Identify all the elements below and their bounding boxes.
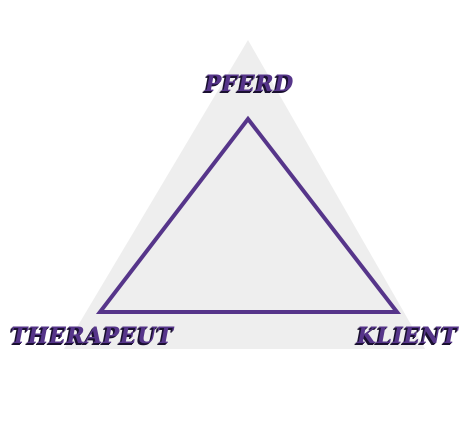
node-label-klient: KLIENT bbox=[357, 323, 459, 349]
background-triangle bbox=[64, 40, 425, 349]
node-label-therapeut: THERAPEUT bbox=[11, 323, 174, 349]
node-label-pferd: PFERD bbox=[205, 71, 294, 97]
relationship-triangle bbox=[95, 115, 402, 314]
